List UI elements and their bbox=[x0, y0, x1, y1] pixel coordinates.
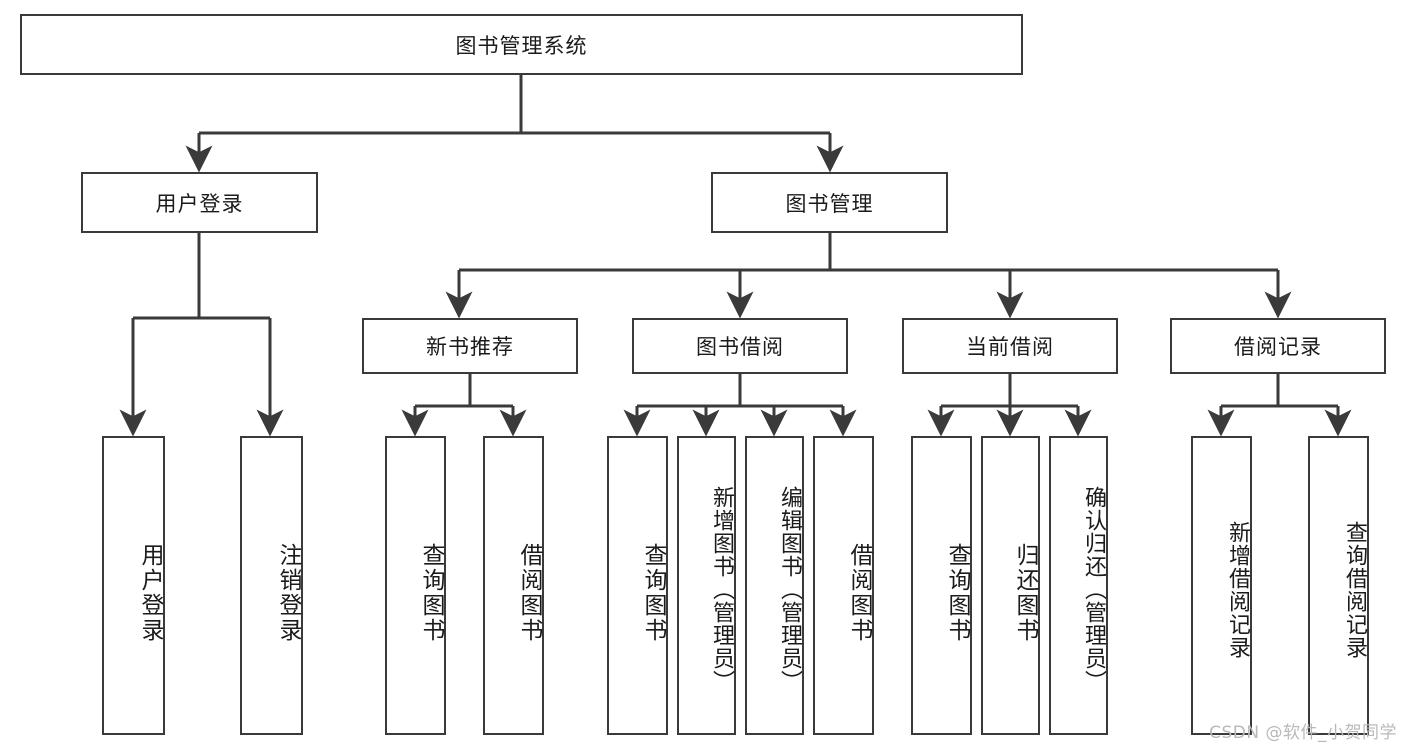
node-leaf-query-book-2[interactable]: 查询图书 bbox=[607, 436, 668, 735]
node-borrow-record-label: 借阅记录 bbox=[1234, 335, 1322, 359]
node-leaf-query-book-2-label: 查询图书 bbox=[640, 542, 666, 643]
node-leaf-user-logout-label: 注销登录 bbox=[275, 542, 301, 643]
node-root-label: 图书管理系统 bbox=[455, 33, 588, 58]
node-user-login-label: 用户登录 bbox=[155, 191, 244, 216]
node-book-management[interactable]: 图书管理 bbox=[711, 172, 948, 233]
node-leaf-borrow-book-1-label: 借阅图书 bbox=[516, 542, 542, 643]
node-leaf-confirm-return[interactable]: 确认归还（管理员） bbox=[1049, 436, 1108, 735]
node-leaf-add-record[interactable]: 新增借阅记录 bbox=[1191, 436, 1252, 735]
node-leaf-add-book-label: 新增图书（管理员） bbox=[709, 486, 734, 693]
node-leaf-add-record-label: 新增借阅记录 bbox=[1225, 520, 1250, 659]
node-leaf-return-book-label: 归还图书 bbox=[1012, 542, 1038, 643]
node-leaf-user-logout[interactable]: 注销登录 bbox=[240, 436, 303, 735]
node-leaf-return-book[interactable]: 归还图书 bbox=[981, 436, 1040, 735]
node-leaf-query-book-3-label: 查询图书 bbox=[944, 542, 970, 643]
node-user-login[interactable]: 用户登录 bbox=[81, 172, 318, 233]
node-leaf-query-book-3[interactable]: 查询图书 bbox=[911, 436, 972, 735]
node-leaf-confirm-return-label: 确认归还（管理员） bbox=[1081, 486, 1106, 693]
node-leaf-borrow-book-2[interactable]: 借阅图书 bbox=[813, 436, 874, 735]
node-leaf-query-book-1-label: 查询图书 bbox=[418, 542, 444, 643]
node-book-management-label: 图书管理 bbox=[785, 191, 874, 216]
node-leaf-edit-book[interactable]: 编辑图书（管理员） bbox=[745, 436, 804, 735]
node-leaf-add-book[interactable]: 新增图书（管理员） bbox=[677, 436, 736, 735]
node-borrow-record[interactable]: 借阅记录 bbox=[1170, 318, 1386, 374]
node-current-borrow[interactable]: 当前借阅 bbox=[902, 318, 1118, 374]
node-leaf-query-book-1[interactable]: 查询图书 bbox=[385, 436, 446, 735]
node-leaf-user-login[interactable]: 用户登录 bbox=[102, 436, 165, 735]
node-leaf-edit-book-label: 编辑图书（管理员） bbox=[777, 486, 802, 693]
node-current-borrow-label: 当前借阅 bbox=[966, 335, 1054, 359]
node-book-borrow[interactable]: 图书借阅 bbox=[632, 318, 848, 374]
node-leaf-query-record[interactable]: 查询借阅记录 bbox=[1308, 436, 1369, 735]
node-leaf-user-login-label: 用户登录 bbox=[137, 542, 163, 643]
node-new-book-recommend-label: 新书推荐 bbox=[426, 335, 514, 359]
node-new-book-recommend[interactable]: 新书推荐 bbox=[362, 318, 578, 374]
node-leaf-borrow-book-2-label: 借阅图书 bbox=[846, 542, 872, 643]
node-root[interactable]: 图书管理系统 bbox=[20, 14, 1023, 75]
node-leaf-query-record-label: 查询借阅记录 bbox=[1342, 520, 1367, 659]
node-leaf-borrow-book-1[interactable]: 借阅图书 bbox=[483, 436, 544, 735]
node-book-borrow-label: 图书借阅 bbox=[696, 335, 784, 359]
watermark: CSDN @软件_小贺同学 bbox=[1209, 723, 1397, 743]
